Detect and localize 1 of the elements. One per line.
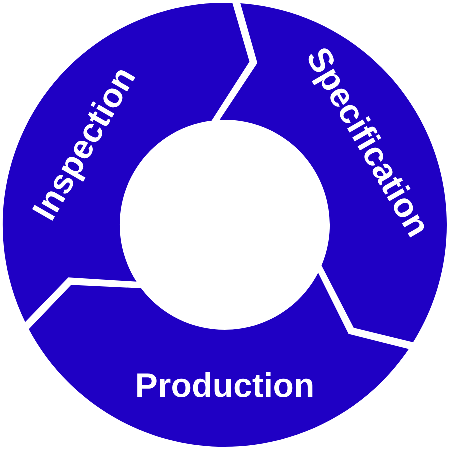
ring-segment: Production — [29, 272, 409, 447]
